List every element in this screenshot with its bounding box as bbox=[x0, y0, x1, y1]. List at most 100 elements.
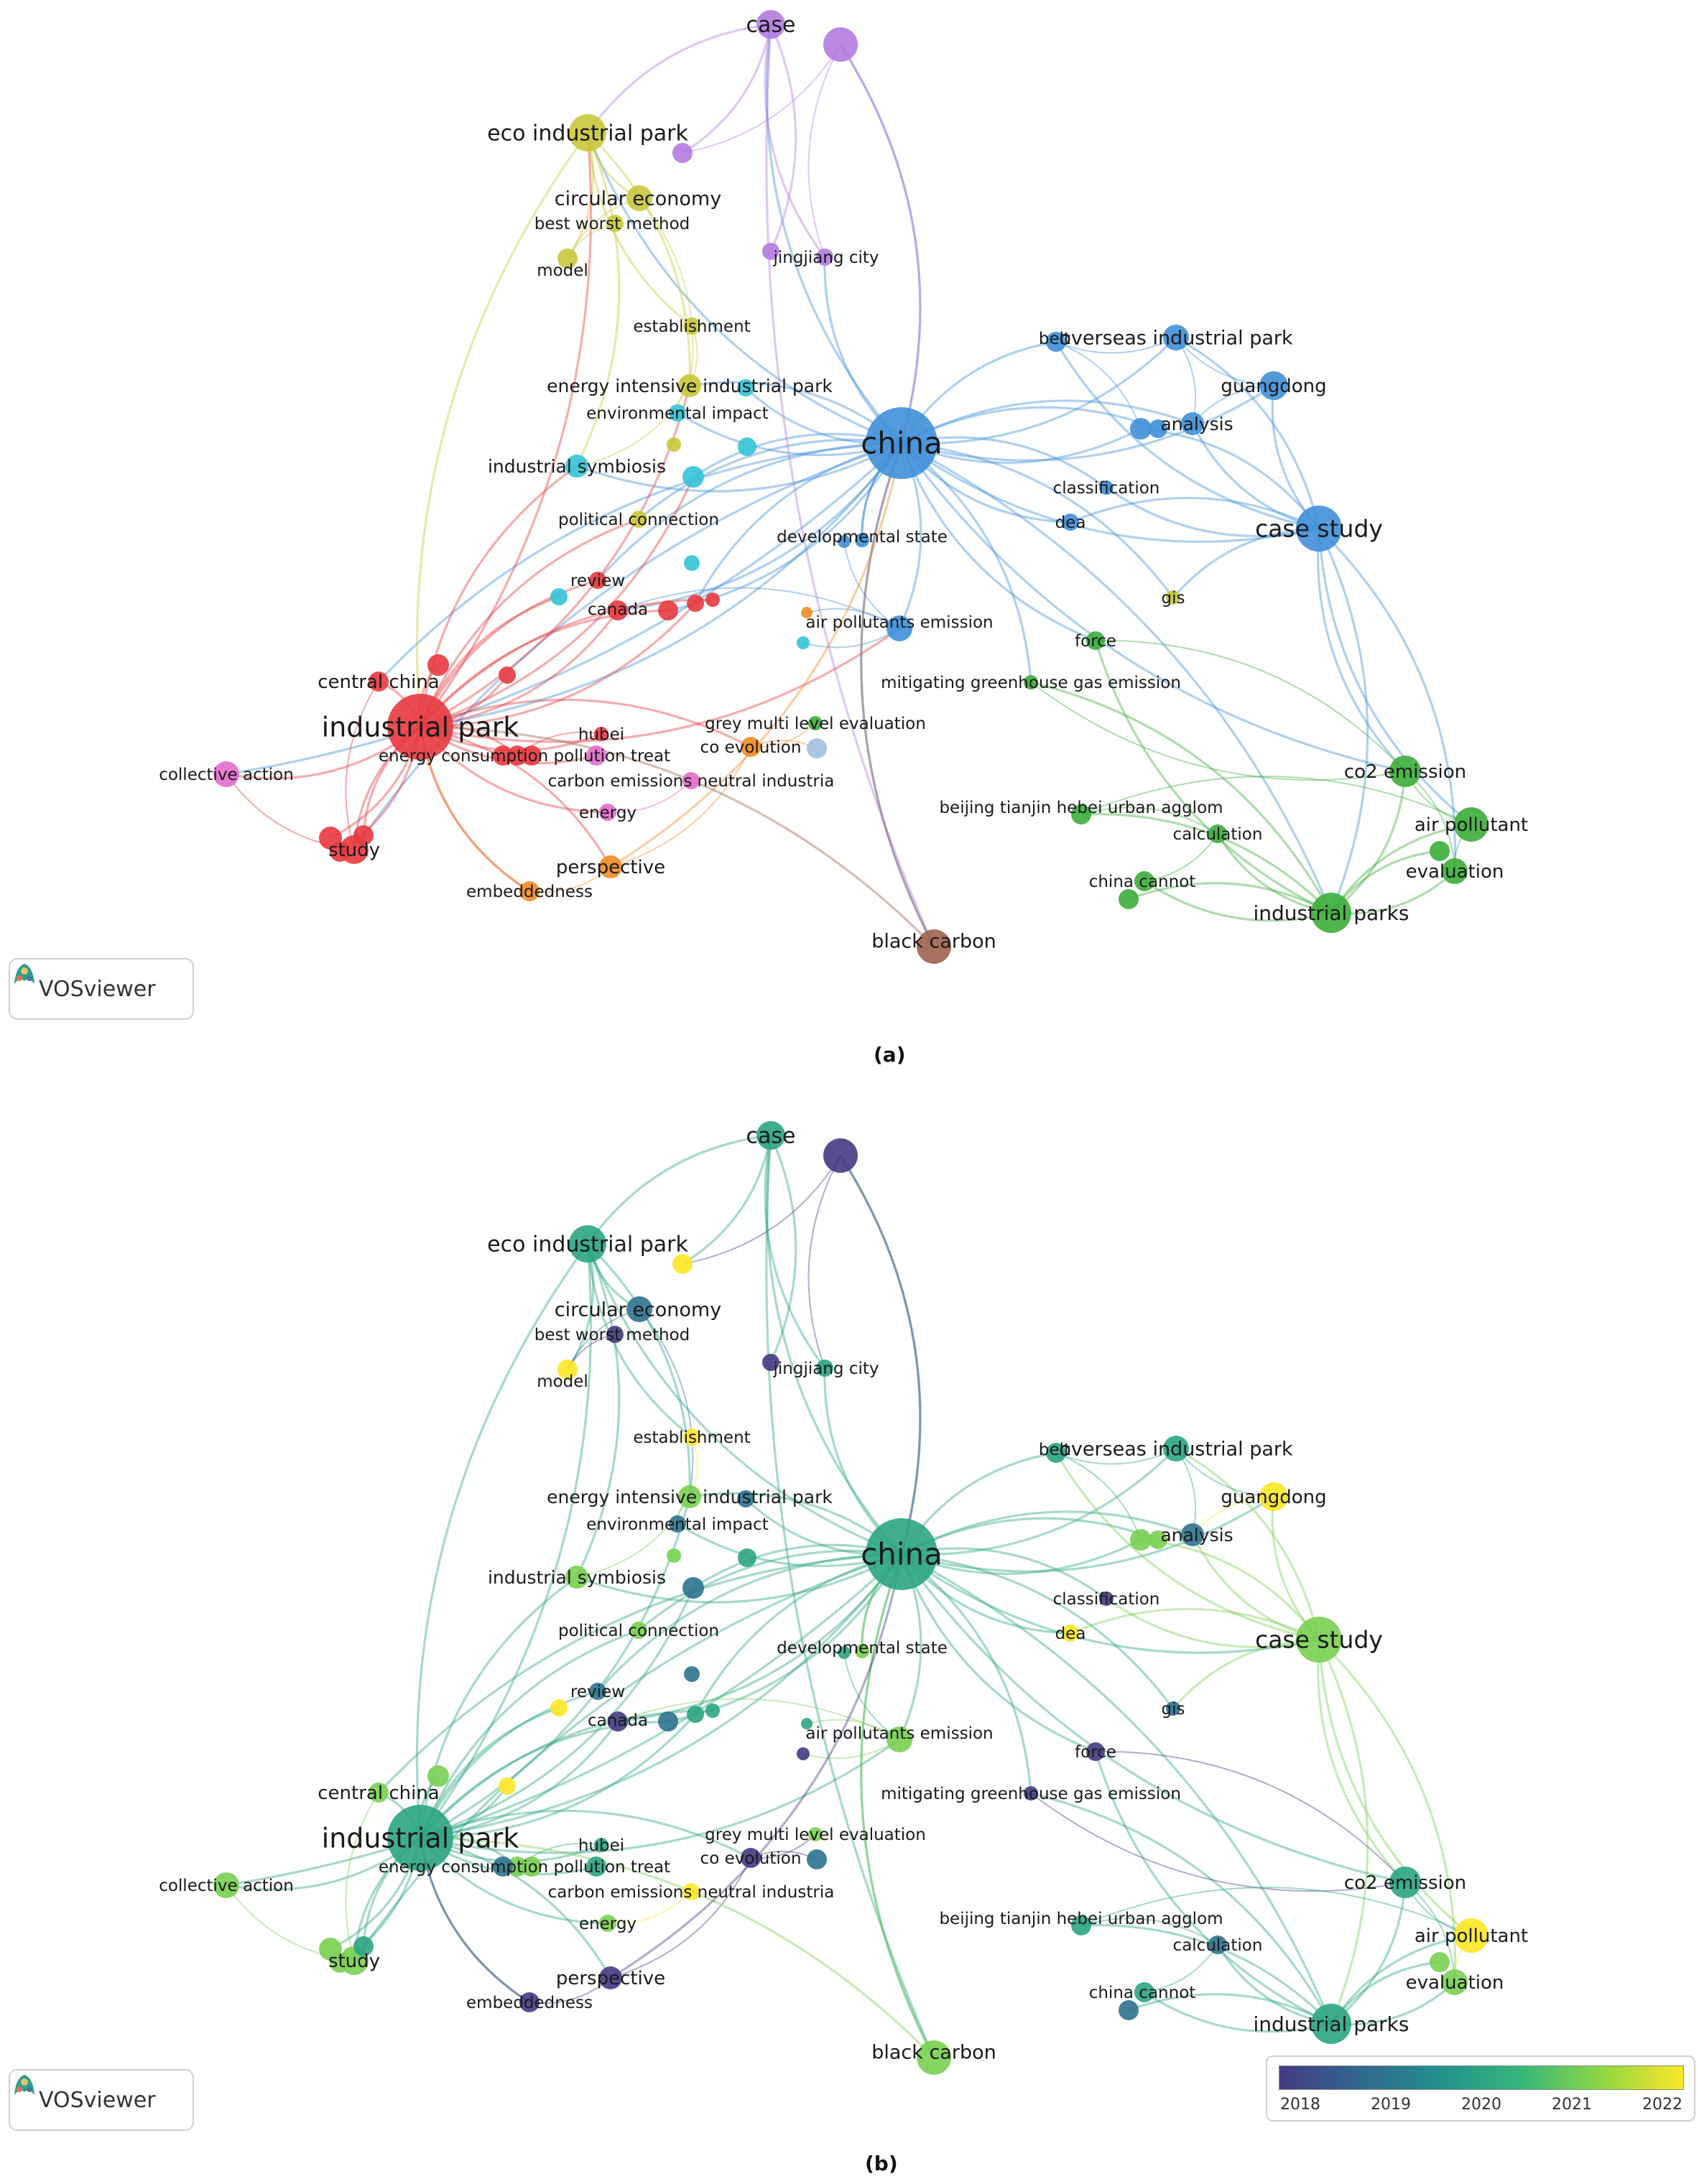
node-industrial-symbiosis[interactable] bbox=[565, 1566, 588, 1589]
node-u_env3[interactable] bbox=[738, 437, 756, 456]
node-case[interactable] bbox=[756, 1121, 785, 1150]
node-force[interactable] bbox=[1086, 1742, 1105, 1761]
node-jingjiang-city[interactable] bbox=[816, 248, 833, 266]
node-u_cc1[interactable] bbox=[427, 654, 449, 676]
node-classification[interactable] bbox=[1099, 480, 1114, 495]
node-circular-economy[interactable] bbox=[626, 185, 652, 211]
node-perspective[interactable] bbox=[599, 855, 622, 878]
node-industrial-parks[interactable] bbox=[1311, 893, 1351, 933]
node-energy-consumption-pollution-treat[interactable] bbox=[507, 745, 527, 766]
node-u_ec3[interactable] bbox=[586, 745, 606, 766]
node-u_co[interactable] bbox=[807, 738, 827, 758]
node-developmental-state[interactable] bbox=[855, 533, 869, 547]
node-u_env2[interactable] bbox=[667, 437, 681, 452]
node-embeddedness[interactable] bbox=[519, 881, 540, 901]
node-u_st3[interactable] bbox=[330, 1953, 350, 1973]
node-political-connection[interactable] bbox=[630, 511, 647, 528]
node-collective-action[interactable] bbox=[213, 761, 239, 787]
node-establishment[interactable] bbox=[683, 1428, 700, 1446]
node-u_st2[interactable] bbox=[353, 1936, 374, 1956]
node-hubei[interactable] bbox=[594, 727, 608, 741]
node-mitigating-greenhouse-gas-emission[interactable] bbox=[1024, 675, 1038, 689]
node-u_ec2[interactable] bbox=[522, 1857, 542, 1877]
node-u_env2[interactable] bbox=[667, 1548, 681, 1563]
node-developmental-state[interactable] bbox=[855, 1644, 869, 1658]
node-guangdong[interactable] bbox=[1259, 371, 1288, 400]
node-environmental-impact[interactable] bbox=[669, 404, 686, 422]
node-energy[interactable] bbox=[599, 804, 616, 821]
node-u_cc2[interactable] bbox=[499, 1778, 516, 1795]
node-carbon-emissions-neutral-industria[interactable] bbox=[682, 772, 700, 789]
node-black-carbon[interactable] bbox=[917, 2040, 951, 2075]
node-u_sym[interactable] bbox=[682, 1577, 704, 1599]
node-u_cc[interactable] bbox=[1119, 2000, 1139, 2020]
node-co-evolution[interactable] bbox=[741, 737, 761, 757]
node-u_co[interactable] bbox=[807, 1849, 827, 1869]
node-dea[interactable] bbox=[1062, 1625, 1079, 1642]
node-establishment[interactable] bbox=[683, 317, 700, 335]
node-u_can1[interactable] bbox=[658, 600, 678, 621]
node-air-pollutant[interactable] bbox=[1454, 807, 1489, 842]
node-grey-multi-level-evaluation[interactable] bbox=[808, 716, 823, 730]
node-u_can1[interactable] bbox=[658, 1711, 678, 1732]
node-u_ec2[interactable] bbox=[522, 745, 542, 766]
node-canada[interactable] bbox=[608, 1711, 628, 1732]
node-air-pollutant[interactable] bbox=[1454, 1918, 1489, 1953]
node-u_rev[interactable] bbox=[550, 588, 568, 605]
node-energy[interactable] bbox=[599, 1915, 616, 1932]
node-u_jj[interactable] bbox=[762, 243, 779, 260]
node-best-worst-method[interactable] bbox=[606, 215, 624, 232]
node-jingjiang-city[interactable] bbox=[816, 1360, 833, 1377]
node-beijing-tianjin-hebei-urban-agglom[interactable] bbox=[1071, 1915, 1091, 1936]
node-overseas-industrial-park[interactable] bbox=[1163, 325, 1189, 350]
node-gis[interactable] bbox=[1166, 590, 1180, 605]
node-u_st2[interactable] bbox=[353, 825, 374, 845]
node-analysis[interactable] bbox=[1181, 1523, 1204, 1546]
node-air-pollutants-emission[interactable] bbox=[886, 1727, 912, 1752]
node-energy-intensive-industrial-park[interactable] bbox=[678, 1485, 701, 1508]
node-industrial-symbiosis[interactable] bbox=[565, 455, 588, 478]
node-mitigating-greenhouse-gas-emission[interactable] bbox=[1024, 1786, 1038, 1800]
node-central-china[interactable] bbox=[369, 672, 389, 692]
node-energy-consumption-pollution-treat[interactable] bbox=[507, 1857, 527, 1877]
node-canada[interactable] bbox=[608, 600, 628, 621]
node-u_ev[interactable] bbox=[1430, 841, 1450, 861]
node-u_can3[interactable] bbox=[705, 593, 720, 607]
node-u_rev[interactable] bbox=[550, 1699, 568, 1716]
node-u_can2[interactable] bbox=[687, 1706, 704, 1723]
node-central-china[interactable] bbox=[369, 1783, 389, 1803]
node-case[interactable] bbox=[756, 10, 785, 39]
node-china[interactable] bbox=[866, 1518, 938, 1590]
node-collective-action[interactable] bbox=[213, 1872, 239, 1898]
node-classification[interactable] bbox=[1099, 1591, 1114, 1606]
node-china-cannot[interactable] bbox=[1134, 1982, 1154, 2002]
node-analysis[interactable] bbox=[1181, 412, 1204, 435]
node-co2-emission[interactable] bbox=[1389, 1867, 1421, 1898]
node-overseas-industrial-park[interactable] bbox=[1163, 1436, 1189, 1462]
node-embeddedness[interactable] bbox=[519, 1992, 540, 2012]
node-u_ape1[interactable] bbox=[801, 1718, 813, 1729]
node-review[interactable] bbox=[589, 1683, 606, 1700]
node-best-worst-method[interactable] bbox=[606, 1326, 624, 1343]
node-u_sym[interactable] bbox=[682, 466, 704, 488]
node-u_eco[interactable] bbox=[672, 1254, 693, 1274]
node-air-pollutants-emission[interactable] bbox=[886, 615, 912, 641]
node-review[interactable] bbox=[589, 572, 606, 589]
node-u_ec1[interactable] bbox=[493, 1857, 513, 1877]
node-belt[interactable] bbox=[1046, 332, 1066, 352]
node-political-connection[interactable] bbox=[630, 1622, 647, 1639]
node-model[interactable] bbox=[557, 248, 578, 269]
node-u_an2[interactable] bbox=[1149, 419, 1167, 438]
node-co2-emission[interactable] bbox=[1389, 756, 1421, 787]
node-u_eco[interactable] bbox=[672, 143, 693, 163]
node-grey-multi-level-evaluation[interactable] bbox=[808, 1827, 823, 1841]
node-u_case[interactable] bbox=[823, 27, 858, 62]
node-u_env1[interactable] bbox=[737, 1490, 754, 1507]
node-china-cannot[interactable] bbox=[1134, 871, 1154, 891]
node-guangdong[interactable] bbox=[1259, 1482, 1288, 1511]
node-carbon-emissions-neutral-industria[interactable] bbox=[682, 1883, 700, 1900]
node-model[interactable] bbox=[557, 1360, 578, 1380]
node-circular-economy[interactable] bbox=[626, 1296, 652, 1322]
node-u_dev[interactable] bbox=[838, 1646, 851, 1659]
node-u_case[interactable] bbox=[823, 1138, 858, 1173]
